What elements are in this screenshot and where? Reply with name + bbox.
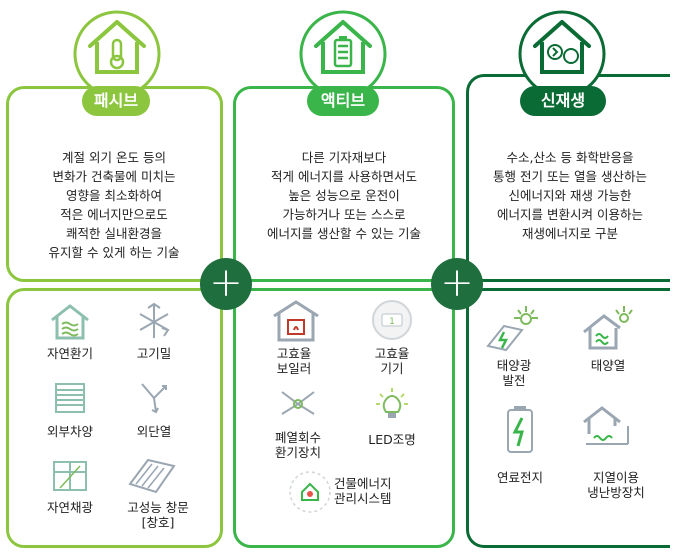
item-high-performance-window: 고성능 창문 [창호] (127, 500, 189, 530)
item-heat-recovery-ventilator: 폐열회수 환기장치 (274, 430, 321, 460)
item-external-insulation: 외단열 (136, 424, 172, 439)
item-natural-ventilation: 자연환기 (46, 346, 93, 361)
led-lighting-icon (376, 388, 408, 418)
bems-icon (289, 471, 331, 513)
battery-house-icon (299, 10, 387, 98)
svg-text:1: 1 (389, 317, 395, 327)
passive-items-card (6, 288, 223, 548)
boiler-icon (273, 300, 319, 342)
active-description-card (233, 86, 455, 282)
item-airtight: 고기밀 (136, 346, 172, 361)
fuel-cell-icon (507, 406, 533, 453)
active-items-card (233, 288, 455, 548)
item-bems: 건물에너지 관리시스템 (334, 476, 392, 506)
passive-description: 계절 외기 온도 등의 변화가 건축물에 미치는 영향을 최소화하여 적은 에너… (48, 150, 180, 260)
item-boiler: 고효율 보일러 (276, 346, 312, 376)
appliance-icon: 1 (372, 300, 412, 340)
item-daylighting: 자연채광 (46, 500, 93, 515)
item-led-lighting: LED조명 (368, 432, 416, 447)
energy-house-icon (518, 10, 606, 98)
item-geothermal: 지열이용 냉난방장치 (587, 470, 645, 500)
external-shading-icon (55, 383, 85, 413)
solar-thermal-icon (583, 306, 633, 350)
item-solar-pv: 태양광 발전 (496, 358, 532, 388)
renewable-title: 신재생 (520, 86, 606, 116)
heat-recovery-ventilator-icon (281, 391, 315, 415)
item-solar-thermal: 태양열 (590, 358, 626, 373)
airtight-icon (139, 302, 170, 338)
active-title: 액티브 (307, 86, 379, 116)
geothermal-icon (583, 406, 629, 445)
item-external-shading: 외부차양 (46, 424, 93, 439)
passive-title: 패시브 (82, 86, 150, 116)
plus-connector-1: + (200, 258, 252, 310)
natural-ventilation-icon (51, 304, 89, 340)
high-performance-window-icon (128, 458, 176, 494)
thermometer-house-icon (73, 10, 161, 98)
daylighting-icon (53, 461, 87, 491)
external-insulation-icon (141, 383, 167, 414)
active-description: 다른 기자재보다 적게 에너지를 사용하면서도 높은 성능으로 운전이 가능하거… (267, 150, 421, 241)
plus-connector-2: + (431, 258, 483, 310)
item-fuel-cell: 연료전지 (496, 470, 543, 485)
solar-pv-icon (486, 306, 538, 352)
item-appliance: 고효율 기기 (374, 346, 410, 376)
renewable-description: 수소,산소 등 화학반응을 통행 전기 또는 열을 생산하는 신에너지와 재생 … (493, 150, 647, 241)
